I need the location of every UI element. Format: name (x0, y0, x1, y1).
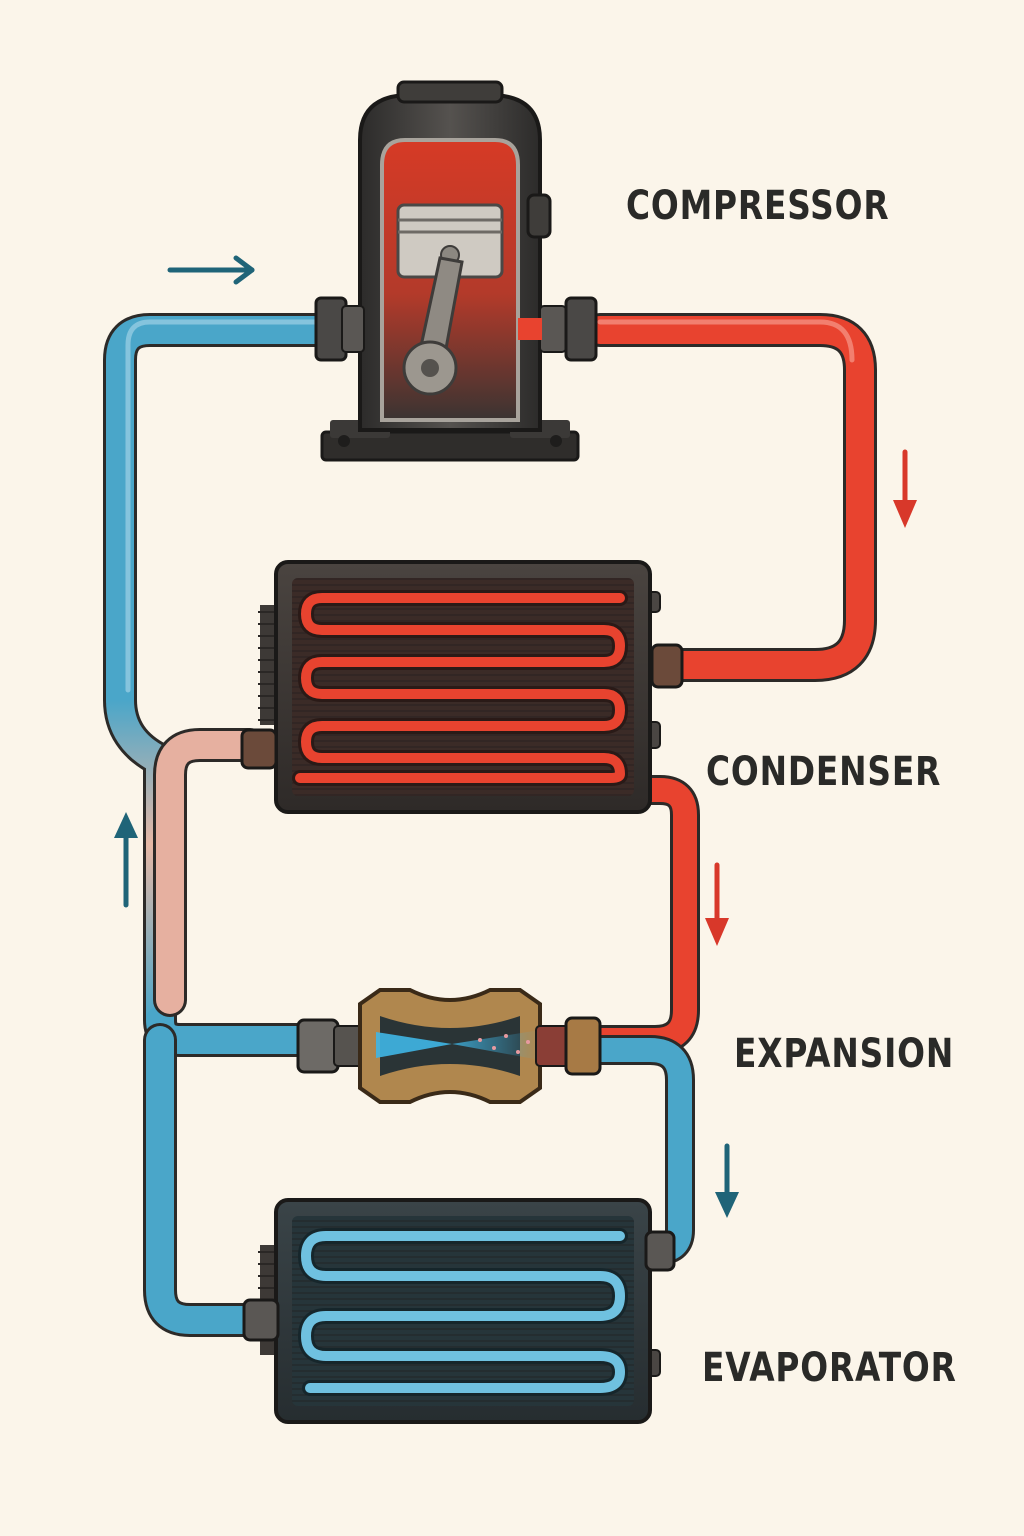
expansion-valve-icon (296, 988, 602, 1104)
flow-arrow-icon (705, 862, 729, 946)
compressor-inlet-port (314, 296, 365, 362)
evaporator-coil-icon (242, 1198, 676, 1424)
flow-arrow-icon (114, 812, 138, 908)
evaporator-return-line (143, 1023, 267, 1337)
discharge-line (583, 313, 877, 682)
condenser-left-branch (153, 728, 267, 1017)
flow-arrow-icon (715, 1143, 739, 1218)
evaporator-label: EVAPORATOR (702, 1345, 957, 1391)
compressor-outlet-port (518, 296, 598, 362)
compressor-icon (314, 80, 598, 462)
condenser-label: CONDENSER (706, 749, 942, 795)
condenser-coil-icon (240, 560, 684, 814)
compressor-label: COMPRESSOR (626, 183, 890, 229)
liquid-line (585, 775, 700, 1055)
pipe-network (103, 313, 877, 1337)
flow-arrow-icon (893, 449, 917, 528)
flow-arrows (114, 255, 917, 1218)
flow-arrow-icon (167, 255, 255, 285)
expansion-label: EXPANSION (734, 1031, 955, 1077)
